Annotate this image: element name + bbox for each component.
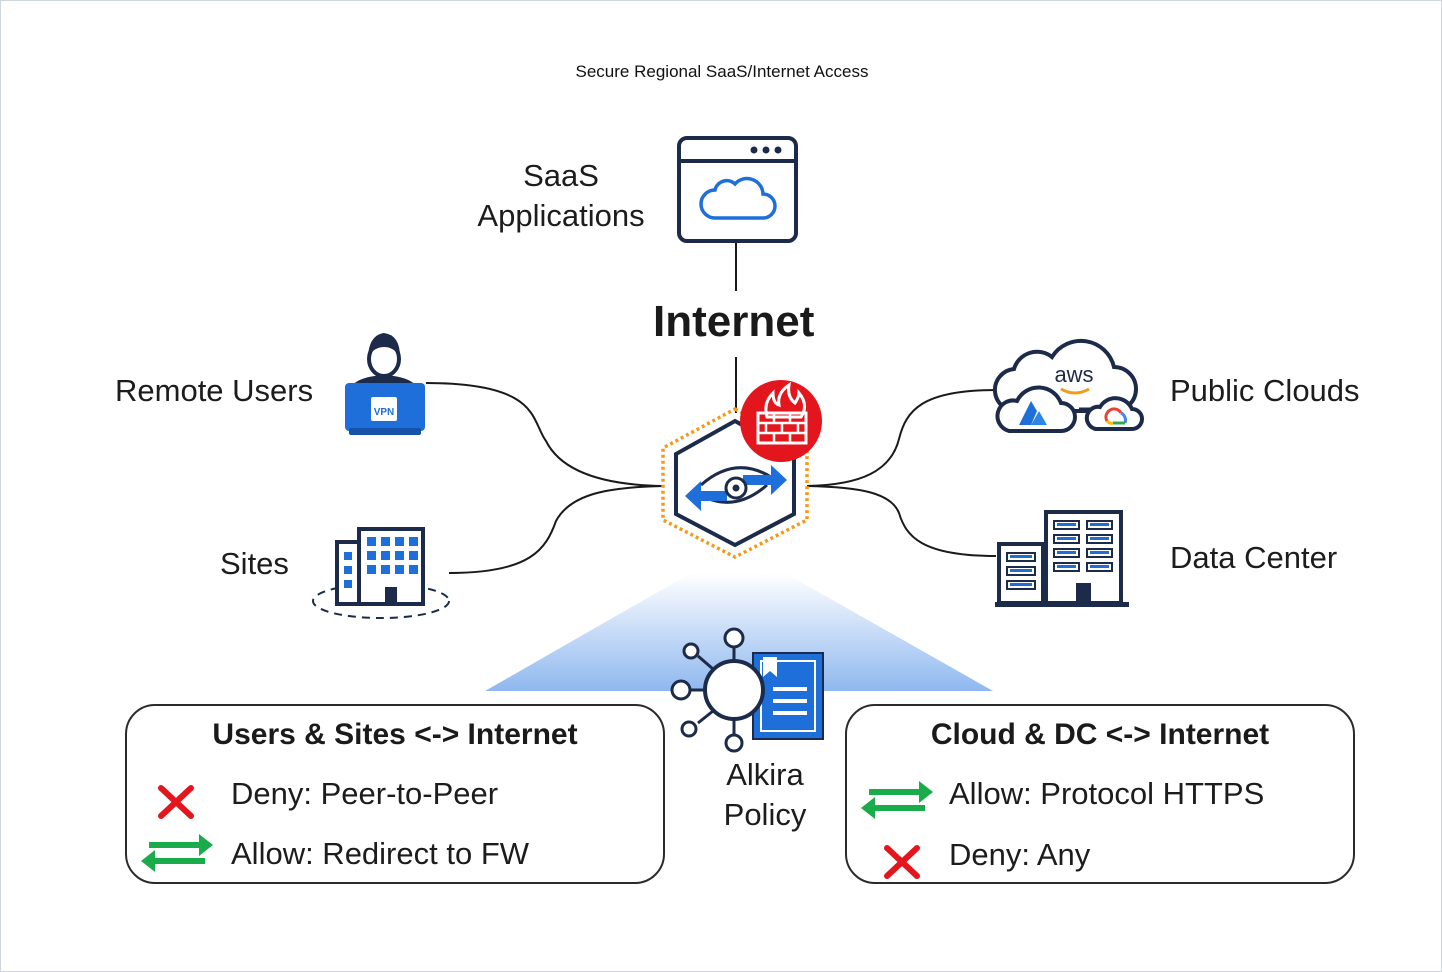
connector-lines bbox=[425, 241, 997, 574]
data-center-label: Data Center bbox=[1170, 540, 1338, 575]
users-sites-policy-box: Users & Sites <-> Internet Deny: Peer-to… bbox=[125, 704, 665, 884]
allow-arrows-icon bbox=[859, 781, 935, 826]
remote-users-connector bbox=[425, 382, 664, 487]
allow-arrows-icon bbox=[139, 834, 215, 879]
firewall-icon bbox=[740, 380, 822, 462]
saas-label-line1: SaaS bbox=[523, 158, 599, 193]
cloud-dc-policy-box: Cloud & DC <-> Internet Allow: Protocol … bbox=[845, 704, 1355, 884]
data-center-icon bbox=[995, 510, 1129, 607]
saas-label: SaaS Applications bbox=[471, 156, 651, 236]
alkira-policy-icon bbox=[670, 627, 824, 753]
left-rule-allow: Allow: Redirect to FW bbox=[231, 836, 530, 871]
left-rule-deny: Deny: Peer-to-Peer bbox=[231, 776, 499, 811]
right-rule-allow: Allow: Protocol HTTPS bbox=[949, 776, 1265, 811]
saas-window-icon bbox=[677, 136, 798, 243]
cloud-dc-policy-title: Cloud & DC <-> Internet bbox=[930, 718, 1270, 751]
remote-users-label: Remote Users bbox=[115, 373, 314, 408]
internet-label: Internet bbox=[653, 297, 815, 346]
public-clouds-icon: aws bbox=[992, 338, 1144, 433]
alkira-policy-line2: Policy bbox=[723, 797, 807, 832]
deny-icon bbox=[157, 784, 197, 825]
sites-label: Sites bbox=[220, 546, 289, 581]
data-center-connector bbox=[806, 485, 997, 557]
deny-icon bbox=[883, 844, 923, 885]
aws-label: aws bbox=[1054, 362, 1093, 387]
vpn-label: VPN bbox=[374, 407, 395, 418]
alkira-policy-line1: Alkira bbox=[726, 757, 804, 792]
saas-label-line2: Applications bbox=[477, 198, 645, 233]
public-clouds-connector bbox=[806, 389, 997, 487]
users-sites-policy-title: Users & Sites <-> Internet bbox=[212, 718, 578, 751]
public-clouds-label: Public Clouds bbox=[1170, 373, 1360, 408]
alkira-policy-label: Alkira Policy bbox=[715, 755, 815, 835]
sites-building-icon bbox=[312, 527, 450, 619]
page-title: Secure Regional SaaS/Internet Access bbox=[575, 62, 869, 81]
right-rule-deny: Deny: Any bbox=[949, 837, 1091, 872]
sites-connector bbox=[448, 485, 664, 574]
remote-user-icon: VPN bbox=[345, 333, 425, 435]
